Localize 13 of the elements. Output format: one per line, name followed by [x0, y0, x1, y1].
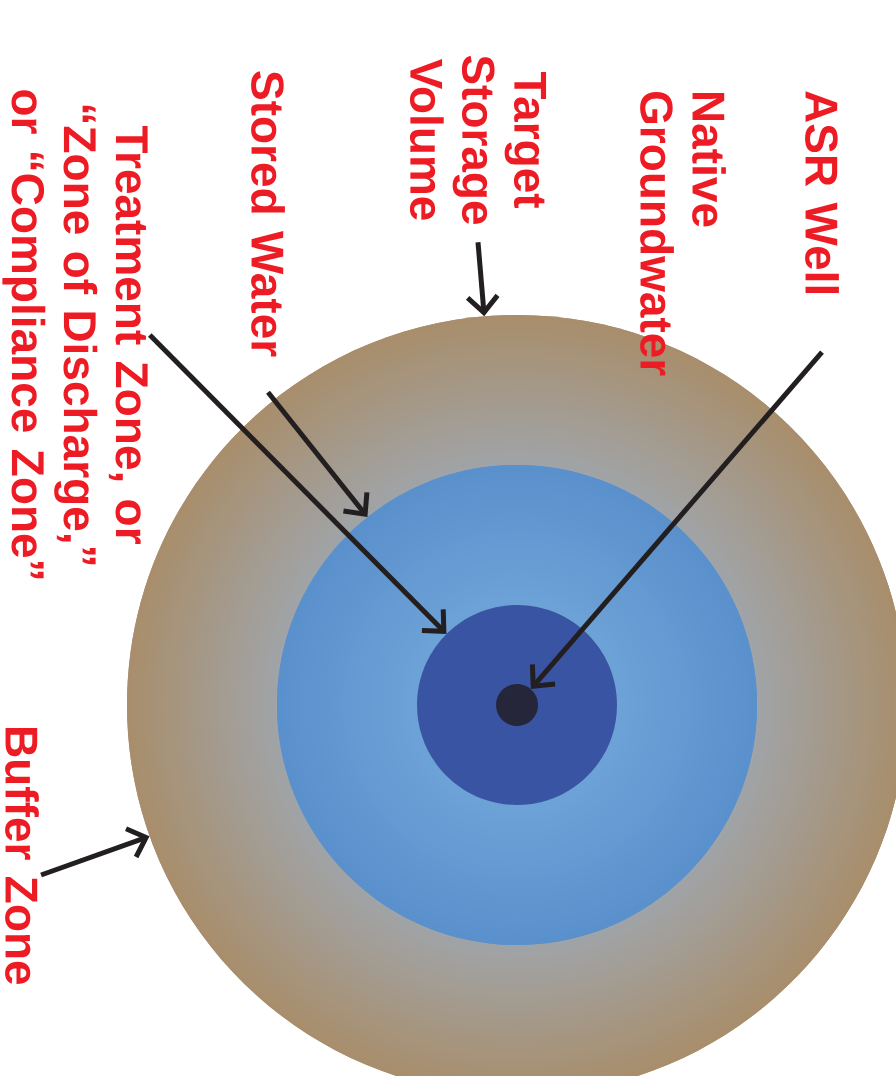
zone-label: ASR Well — [805, 91, 839, 293]
arrow — [529, 350, 824, 689]
zone-label: Stored Water — [251, 71, 285, 357]
zone-label: Native Groundwater — [640, 91, 726, 376]
arrow — [465, 242, 500, 317]
zone-circle — [417, 605, 617, 805]
arrow — [148, 333, 447, 634]
zone-label: Buffer Zone — [5, 728, 39, 985]
well-dot — [496, 684, 538, 726]
arrow — [266, 390, 370, 518]
arrow — [40, 826, 150, 878]
zone-label: Treatment Zone, or “Zone of Discharge,” or “Compliance Zone” — [2, 90, 148, 579]
zone-label: Target Storage Volume — [409, 55, 547, 225]
